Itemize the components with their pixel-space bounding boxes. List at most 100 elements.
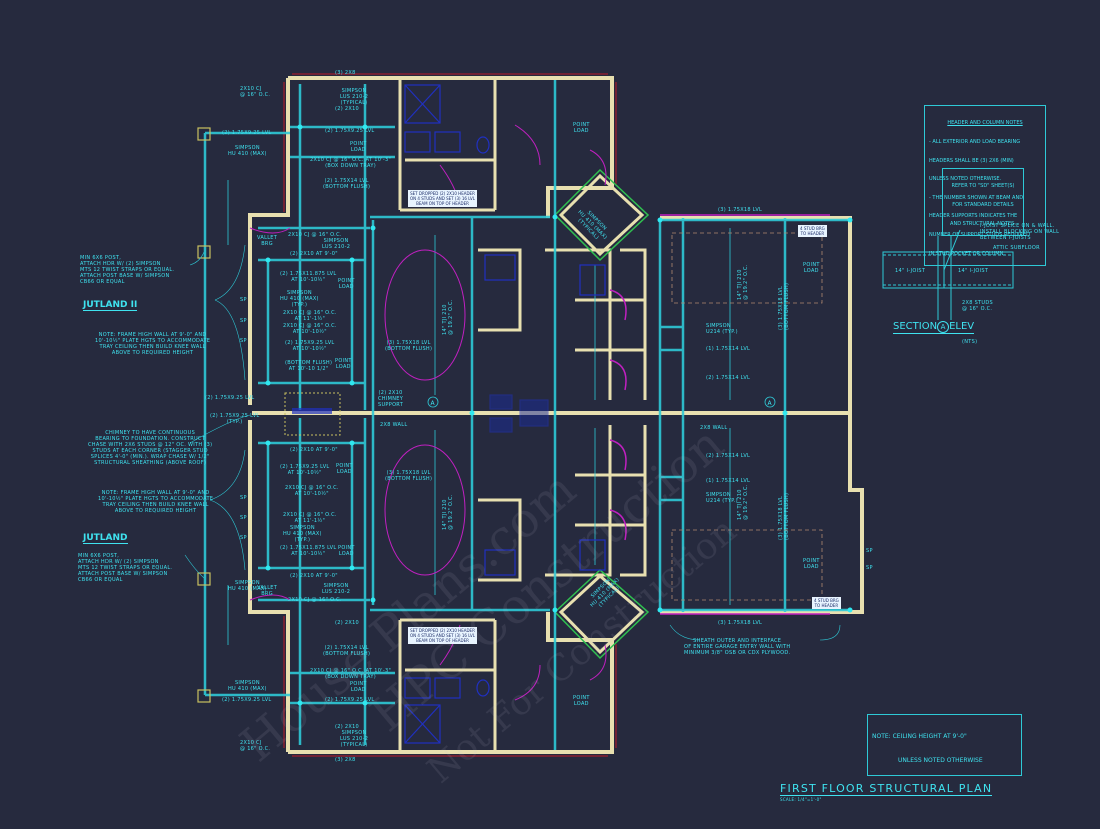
sp-label: SP xyxy=(240,535,247,541)
callout-lvl18-garage-top: (3) 1.75x18 LVL xyxy=(718,207,763,213)
callout-hu410-typ-top: SIMPSON HU 410 (MAX) (TYP.) xyxy=(280,290,319,308)
sp-label: SP xyxy=(240,297,247,303)
callout-simpson-u-bottom: SIMPSON U214 (TYP.) xyxy=(706,492,738,504)
ceiling-height-note: NOTE: CEILING HEIGHT AT 9'-0" UNLESS NOT… xyxy=(867,714,1022,776)
callout-tj-span-bottom: 14" TJI 210 @ 19.2" O.C. xyxy=(442,494,454,530)
note-line: - THE NUMBER SHOWN AT BEAM AND xyxy=(929,194,1024,201)
callout-cj-box-bottom: 2x10 CJ @ 16" O.C. AT 10'-3" (BOX DOWN T… xyxy=(310,668,392,680)
callout-chimney-support: (2) 2x10 CHIMNEY SUPPORT xyxy=(378,390,404,408)
callout-lus-bottom: SIMPSON LUS 210-2 (TYPICAL) xyxy=(340,730,369,748)
callout-lvl18-flush-garage-top: (3) 1.75x18 LVL (BOTTOM FLUSH) xyxy=(778,282,790,330)
callout-hu410-top: SIMPSON HU 410 (MAX) xyxy=(228,145,267,157)
ceiling-note-line1: NOTE: CEILING HEIGHT AT 9'-0" xyxy=(872,733,967,740)
callout-one-lvl14-top: (1) 1.75x14 LVL xyxy=(706,346,751,352)
callout-lvl1875-bottom: (2) 1.75x11.875 LVL AT 10'-10½" xyxy=(280,545,337,557)
section-scale: (NTS) xyxy=(962,339,978,345)
tag-drop-header-bottom: SET DROPPED (2) 2x10 HEADER ON 4 STUDS A… xyxy=(408,627,477,644)
callout-lvl-left-mid: (2) 1.75x9.25 LVL xyxy=(205,395,255,401)
callout-2x10-at-bottom2: (2) 2x10 AT 9'-0" xyxy=(290,573,338,579)
callout-2x10-at-bottom: (2) 2x10 AT 9'-0" xyxy=(290,447,338,453)
callout-cj-bottom: 2x10 CJ @ 16" O.C. xyxy=(240,740,271,752)
section-marker-circle: A xyxy=(937,321,950,333)
section-detail-drawing xyxy=(882,229,1014,320)
ceiling-note-line2: UNLESS NOTED OTHERWISE xyxy=(898,757,983,764)
tag-stud-header-bottom: 4 STUD BRG TO HEADER xyxy=(812,597,841,609)
callout-lvl18-garage-bottom: (3) 1.75x18 LVL xyxy=(718,620,763,626)
section-subfloor-callout: ATTIC SUBFLOOR xyxy=(993,245,1040,251)
section-studs-callout: 2x8 STUDS @ 16" O.C. xyxy=(962,300,993,312)
callout-3-2x8-bottom: (3) 2x8 xyxy=(335,757,356,763)
unit-label-jutland-ii: JUTLAND II xyxy=(83,300,138,311)
sp-label: SP xyxy=(240,515,247,521)
callout-hu410-bottom: SIMPSON HU 410 (MAX) xyxy=(228,580,267,592)
callout-lvl925-at-top: (2) 1.75x9.25 LVL AT 10'-10½" xyxy=(285,340,335,352)
refer-line: FOR STANDARD DETAILS xyxy=(952,202,1014,209)
sheet-scale: SCALE: 1/4"=1'-0" xyxy=(780,797,822,802)
callout-lvl-typ: (2) 1.75x9.25 LVL (TYP.) xyxy=(210,413,260,425)
sheath-note: SHEATH OUTER AND INTERFACE OF ENTIRE GAR… xyxy=(684,638,791,656)
callout-2x10-bottom2: (2) 2x10 xyxy=(335,724,360,730)
callout-lvl14-top: (2) 1.75x14 LVL xyxy=(706,375,751,381)
note-line: UNLESS NOTED OTHERWISE. xyxy=(929,176,1002,183)
sp-label: SP xyxy=(240,495,247,501)
callout-point-load-a: POINT LOAD xyxy=(338,278,355,290)
callout-lvl14-bottom: (2) 1.75x14 LVL xyxy=(706,453,751,459)
section-title-text: SECTION xyxy=(893,321,938,332)
callout-vallet-top: VALLET BRG xyxy=(257,235,278,247)
refer-sd-note: REFER TO "SD" SHEET(S) FOR STANDARD DETA… xyxy=(942,168,1024,237)
callout-2x10-top: (2) 2x10 xyxy=(335,106,360,112)
callout-point-load-right-bottom: POINT LOAD xyxy=(573,695,590,707)
callout-lus-top: SIMPSON LUS 210-2 (TYPICAL) xyxy=(340,88,369,106)
callout-tj-span-garage-bottom: 14" TJI 210 @ 19.2" O.C. xyxy=(737,484,749,520)
section-marker-a2: A xyxy=(768,400,773,407)
callout-cj-mid-top: 2x10 CJ @ 16" O.C. xyxy=(288,232,342,238)
callout-point-load-bottom: POINT LOAD xyxy=(350,681,367,693)
sp-label: SP xyxy=(866,565,873,571)
callout-lvl18-flush-garage-bottom: (3) 1.75x18 LVL (BOTTOM FLUSH) xyxy=(778,492,790,540)
note-line: HEADER SUPPORTS INDICATES THE xyxy=(929,213,1018,220)
callout-lvl-left-top: (2) 1.75x9.25 LVL xyxy=(222,130,272,136)
callout-point-load-d: POINT LOAD xyxy=(338,545,355,557)
section-splice-callout: I-JOIST SPLICE ON & WALL. INSTALL BLOCKI… xyxy=(980,223,1060,241)
callout-cj-at11-top: 2x10 CJ @ 16" O.C. AT 11'-1½" xyxy=(283,310,337,322)
callout-cj-at10-bottom: 2x10 CJ @ 16" O.C. AT 10'-10½" xyxy=(285,485,339,497)
callout-2x10-bottom: (2) 2x10 xyxy=(335,620,360,626)
callout-point-load-garage-bottom: POINT LOAD xyxy=(803,558,820,570)
post-note-top: MIN 6x6 POST, ATTACH HDR w/ (2) SIMPSON … xyxy=(80,255,175,285)
callout-cj-at11-bottom: 2x10 CJ @ 16" O.C. AT 11'-1½" xyxy=(283,512,337,524)
callout-vallet-bottom: VALLET BRG xyxy=(257,585,278,597)
callout-point-load-top: POINT LOAD xyxy=(350,141,367,153)
callout-3-2x8-top: (3) 2x8 xyxy=(335,70,356,76)
callout-lvl-flush-top: (2) 1.75x14 LVL (BOTTOM FLUSH) xyxy=(323,178,371,190)
callout-cj-at10-top: 2x10 CJ @ 16" O.C. AT 10'-10½" xyxy=(283,323,337,335)
callout-cj-mid-bottom: 2x10 CJ @ 16" O.C. xyxy=(288,597,342,603)
callout-lvl-left-bottom: (2) 1.75x9.25 LVL xyxy=(222,697,272,703)
tag-drop-header-top: SET DROPPED (2) 2x10 HEADER ON 4 STUDS A… xyxy=(408,190,477,207)
callout-point-load-c: POINT LOAD xyxy=(336,463,353,475)
refer-line: AND STRUCTURAL NOTES. xyxy=(950,220,1016,227)
section-joist-left: 14" I-JOIST xyxy=(895,268,926,274)
callout-lvl925-at-bottom: (2) 1.75x9.25 LVL AT 10'-10½" xyxy=(280,464,330,476)
callout-cj-box: 2x10 CJ @ 16" O.C. AT 10'-3" (BOX DOWN T… xyxy=(310,157,392,169)
sheet-title: FIRST FLOOR STRUCTURAL PLAN xyxy=(780,782,993,796)
callout-bottom-flush-top: (BOTTOM FLUSH) AT 10'-10 1/2" xyxy=(285,360,333,372)
note-line: - ALL EXTERIOR AND LOAD BEARING xyxy=(929,139,1021,146)
sp-label: SP xyxy=(866,548,873,554)
callout-one-lvl14-bottom: (1) 1.75x14 LVL xyxy=(706,478,751,484)
callout-lvl1875-top: (2) 1.75x11.875 LVL AT 10'-10½" xyxy=(280,271,337,283)
callout-point-load-b: POINT LOAD xyxy=(335,358,352,370)
callout-tj-span-top: 14" TJI 210 @ 19.2" O.C. xyxy=(442,299,454,335)
tag-stud-header-top: 4 STUD BRG TO HEADER xyxy=(798,225,827,237)
callout-lvl-flush-bottom: (2) 1.75x14 LVL (BOTTOM FLUSH) xyxy=(323,645,371,657)
callout-lvl18-flush-bottom: (3) 1.75x18 LVL (BOTTOM FLUSH) xyxy=(385,470,433,482)
header-column-notes-title: HEADER AND COLUMN NOTES xyxy=(947,120,1023,127)
chimney-note: CHIMNEY TO HAVE CONTINUOUS BEARING TO FO… xyxy=(88,430,213,466)
sp-label: SP xyxy=(240,318,247,324)
callout-lus-mid-top: SIMPSON LUS 210-2 xyxy=(322,238,351,250)
section-joist-right: 14" I-JOIST xyxy=(958,268,989,274)
callout-cj-top: 2x10 CJ @ 16" O.C. xyxy=(240,86,271,98)
callout-2x8-wall-left: 2x8 WALL xyxy=(380,422,408,428)
